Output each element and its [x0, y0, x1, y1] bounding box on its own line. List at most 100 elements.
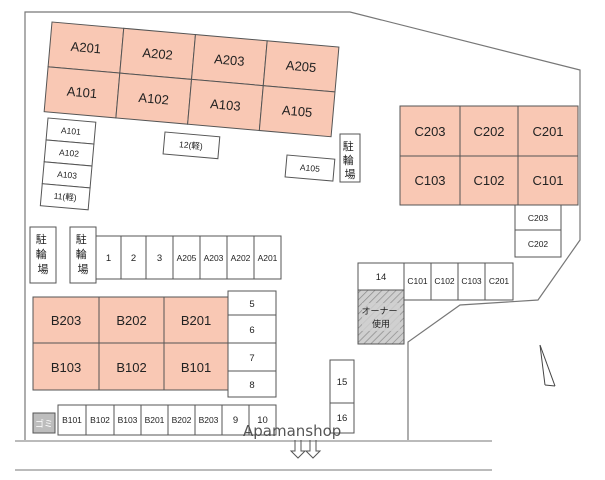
- unit-c103-label: C103: [414, 173, 445, 188]
- parking-row1-a201-label: A201: [258, 253, 278, 263]
- unit-a105[interactable]: [258, 85, 336, 138]
- parking-6-label: 6: [249, 325, 254, 336]
- parking-a105-group: A105: [284, 154, 336, 182]
- parking-row-c: 14 C101 C102 C103 C201: [357, 262, 514, 301]
- parking-b103-label: B103: [118, 415, 138, 425]
- bike-parking-left-label: 駐 輪 場: [36, 232, 51, 276]
- unit-b201-label: B201: [181, 313, 211, 328]
- parking-10[interactable]: [248, 404, 277, 436]
- parking-14-label: 14: [376, 272, 387, 283]
- parking-7-label: 7: [249, 353, 254, 364]
- parking-b101-label: B101: [62, 415, 82, 425]
- parking-b201-label: B201: [145, 415, 165, 425]
- parking-row-bottom: B101 B102 B103 B201 B202 B203 9 10: [57, 404, 277, 436]
- unit-a201-label: A201: [70, 39, 102, 57]
- parking-7[interactable]: [227, 342, 277, 372]
- parking-10-label: 10: [257, 415, 268, 426]
- parking-a105[interactable]: [284, 154, 336, 182]
- entrance-arrow-icon: [289, 440, 322, 459]
- parking-row-c103[interactable]: [457, 262, 486, 301]
- unit-b101-label: B101: [181, 360, 211, 375]
- parking-b202-label: B202: [172, 415, 192, 425]
- parking-3-label: 3: [157, 253, 162, 264]
- unit-a203-label: A203: [214, 51, 246, 69]
- unit-b203[interactable]: [32, 296, 100, 344]
- garbage-label: ゴミ: [35, 418, 53, 430]
- parking-b102-label: B102: [90, 415, 110, 425]
- unit-c103[interactable]: [399, 155, 461, 206]
- parking-row1-a202-label: A202: [231, 253, 251, 263]
- parking-9[interactable]: [221, 404, 250, 436]
- parking-b201[interactable]: [140, 404, 169, 436]
- parking-b203[interactable]: [194, 404, 223, 436]
- parking-11[interactable]: [39, 183, 91, 211]
- unit-c101-label: C101: [532, 173, 563, 188]
- parking-5-label: 5: [249, 299, 254, 310]
- parking-row1-a205-label: A205: [177, 253, 197, 263]
- parking-12[interactable]: [162, 131, 221, 160]
- unit-a101-label: A101: [66, 84, 98, 102]
- unit-c102-label: C102: [473, 173, 504, 188]
- bike-parking-center: [69, 226, 97, 284]
- parking-8[interactable]: [227, 370, 277, 398]
- parking-14[interactable]: [357, 262, 405, 291]
- parking-b202[interactable]: [167, 404, 196, 436]
- unit-c202[interactable]: [459, 105, 519, 157]
- parking-6[interactable]: [227, 314, 277, 344]
- parking-c202[interactable]: [514, 229, 562, 258]
- parking-c202-label: C202: [528, 239, 549, 249]
- parking-a102-label: A102: [59, 147, 80, 159]
- garbage-area: [32, 412, 56, 434]
- unit-b103[interactable]: [32, 342, 100, 391]
- bike-parking-left: [29, 226, 57, 284]
- unit-b201[interactable]: [163, 296, 229, 344]
- parking-row-1: 1 2 3 A205 A203 A202 A201: [95, 235, 282, 280]
- building-b: B203 B202 B201 B103 B102 B101: [32, 296, 229, 391]
- parking-5[interactable]: [227, 290, 277, 316]
- parking-12-label: 12(軽): [179, 139, 204, 151]
- unit-a105-label: A105: [281, 102, 313, 120]
- bike-parking-a: [339, 133, 361, 183]
- unit-c201[interactable]: [517, 105, 579, 157]
- owner-use-label-bg: [362, 303, 400, 331]
- unit-c102[interactable]: [459, 155, 519, 206]
- unit-b101[interactable]: [163, 342, 229, 391]
- building-a: A201 A202 A203 A205 A101 A102 A103 A105: [43, 21, 340, 138]
- parking-8-label: 8: [249, 380, 254, 391]
- unit-c203-label: C203: [414, 124, 445, 139]
- parking-b101[interactable]: [57, 404, 87, 436]
- parking-2-label: 2: [131, 253, 136, 264]
- parking-c203[interactable]: [514, 204, 562, 231]
- parking-row-c102-label: C102: [434, 276, 455, 286]
- unit-a103-label: A103: [210, 96, 242, 114]
- parking-a105-label: A105: [300, 162, 321, 174]
- unit-c202-label: C202: [473, 124, 504, 139]
- parking-row1-a202[interactable]: [226, 235, 255, 280]
- north-arrow-icon: [539, 344, 556, 387]
- parking-a101-label: A101: [61, 125, 82, 137]
- unit-b102-label: B102: [116, 360, 146, 375]
- unit-c101[interactable]: [517, 155, 579, 206]
- parking-16[interactable]: [329, 402, 355, 434]
- parking-row1-a203-label: A203: [204, 253, 224, 263]
- parking-row1-a203[interactable]: [199, 235, 228, 280]
- parking-b102[interactable]: [85, 404, 115, 436]
- parking-9-label: 9: [233, 415, 238, 426]
- watermark: Apamanshop: [243, 422, 341, 440]
- parking-row-c103-label: C103: [461, 276, 482, 286]
- parking-row-c102[interactable]: [430, 262, 459, 301]
- parking-column-5-8: 5 6 7 8: [227, 290, 277, 398]
- bike-parking-center-label: 駐 輪 場: [76, 232, 91, 276]
- unit-b203-label: B203: [51, 313, 81, 328]
- unit-a102-label: A102: [138, 90, 170, 108]
- parking-2[interactable]: [120, 235, 147, 280]
- parking-row-c201[interactable]: [484, 262, 514, 301]
- parking-c-small: C203 C202: [514, 204, 562, 258]
- parking-row1-a201[interactable]: [253, 235, 282, 280]
- parking-b203-label: B203: [199, 415, 219, 425]
- unit-b102[interactable]: [98, 342, 165, 391]
- parking-11-label: 11(軽): [53, 191, 77, 203]
- parking-row1-a205[interactable]: [172, 235, 201, 280]
- parking-15-label: 15: [337, 377, 348, 388]
